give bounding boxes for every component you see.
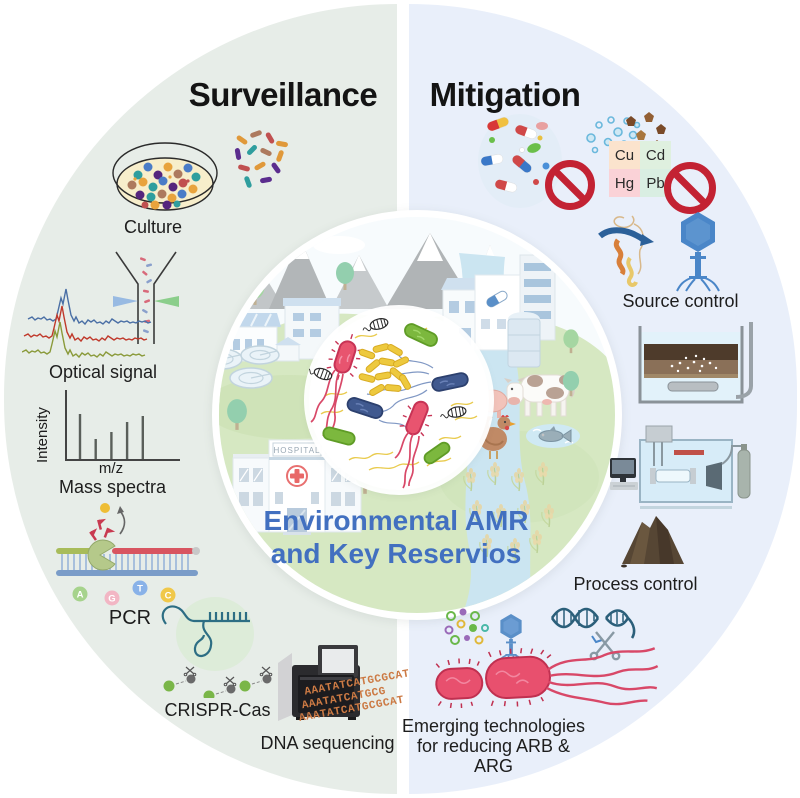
dna-rungs [61,554,189,570]
template-strand [56,570,198,576]
cas-scissors-pair [163,666,197,692]
sequencer-screen [322,649,354,673]
metal-cell-cd: Cd [640,141,671,169]
nucleotide-dot [100,503,110,513]
pcr-icon: A G T C [56,503,200,606]
crispr-cut-icons [163,666,273,698]
wastewater-treatment-plant [219,298,341,389]
surveillance-title: Surveillance [188,76,378,113]
membrane-module [655,469,691,483]
optical-signal-label: Optical signal [48,362,158,382]
hospital-sign: HOSPITAL [274,446,321,455]
cas-scissors-pair [239,666,273,692]
emerging-tech-line2: for reducing ARB & [416,736,571,756]
crispr-blob [176,597,254,671]
blue-laser-beam [113,296,138,307]
protein-ribbon-icon [598,215,654,287]
guide-rna-icon [161,605,250,657]
base-g: G [108,594,115,605]
emerging-tech-line1: Emerging technologies [401,716,586,736]
metal-cell-cu: Cu [609,141,640,169]
green-bacterium [322,426,356,446]
culture-label: Culture [123,217,183,237]
red-bacterium [399,400,433,437]
cut-mark [591,635,603,644]
heater-bar [674,450,704,455]
air-bubbles [670,354,718,373]
mitigation-title: Mitigation [429,76,581,113]
sediment-layer [644,360,738,374]
primer-strand [112,548,194,554]
synthesized-strand [56,548,92,554]
dna-sequencing-label: DNA sequencing [260,733,395,753]
center-heading-line2: and Key Reservios [270,538,522,569]
nanoparticles-icon [444,608,489,645]
pcr-label: PCR [108,607,152,629]
green-bacterium [404,323,438,347]
pill-logo [486,290,508,308]
fish-pond [526,424,580,448]
bacteriophage-icon [676,212,720,292]
diffuser [667,381,719,392]
green-bacterium [423,441,451,465]
mass-spectra-label: Mass spectra [58,477,167,497]
mass-spectra-icon [65,390,180,461]
emerging-tech-label: Emerging technologies for reducing ARB &… [391,716,596,776]
green-laser-beam [154,296,179,307]
bacterial-colonies [127,162,201,210]
base-t: T [137,584,143,595]
dna-helix [550,607,600,629]
polymerase-icon [87,539,116,571]
prohibition-icon [664,162,716,214]
optical-signal-traces [22,288,152,358]
sedimentation-tank-icon [638,322,753,404]
navy-bacterium [431,372,469,392]
mz-axis-label: m/z [98,460,124,477]
dna-sequencer-icon [278,645,360,721]
inlet-pipe [735,322,753,399]
amr-bacteria-circle [309,310,489,490]
yellow-bacteria-cluster [358,343,411,396]
heavy-metals-grid: Cu Cd Hg Pb [609,141,671,197]
compost-pile-icon [621,516,684,568]
release-arrow [119,510,126,535]
mass-spectra-bars [78,414,145,459]
prohibition-icon [545,160,595,210]
base-letters: A G T C [72,580,176,606]
center-heading: Environmental AMR and Key Reservios [196,504,596,570]
emerging-tech-line3: ARG [473,756,513,776]
petri-dish-icon [112,142,218,211]
lysed-arb-icon [435,647,659,708]
sludge-layer [644,344,738,360]
antibiotics-icon [480,117,550,193]
probes [653,442,663,466]
bioreactor-icon [610,425,751,509]
intensity-axis-label: Intensity [34,407,51,463]
flow-cytometer-icon [113,251,179,344]
crispr-cas-label: CRISPR-Cas [164,700,271,720]
bacteria-illustration [309,318,478,489]
pharma-factory [441,254,556,368]
metal-cell-hg: Hg [609,169,640,197]
primers [89,518,116,541]
axes [65,390,180,461]
controller-box [645,425,673,443]
red-flagella [394,431,420,489]
source-control-label: Source control [622,291,739,311]
base-c: C [165,591,172,602]
cas-scissors-pair [203,676,237,698]
arb-flagella [546,647,659,706]
pump [706,462,722,490]
cloud [313,236,365,254]
navy-bacterium [346,397,384,419]
gene-cassette-icon [309,318,467,419]
base-a: A [77,590,84,601]
process-control-label: Process control [573,574,698,594]
gas-cylinder [737,449,751,499]
bacteria-scatter-icon [234,130,288,188]
center-heading-line1: Environmental AMR [263,505,529,536]
